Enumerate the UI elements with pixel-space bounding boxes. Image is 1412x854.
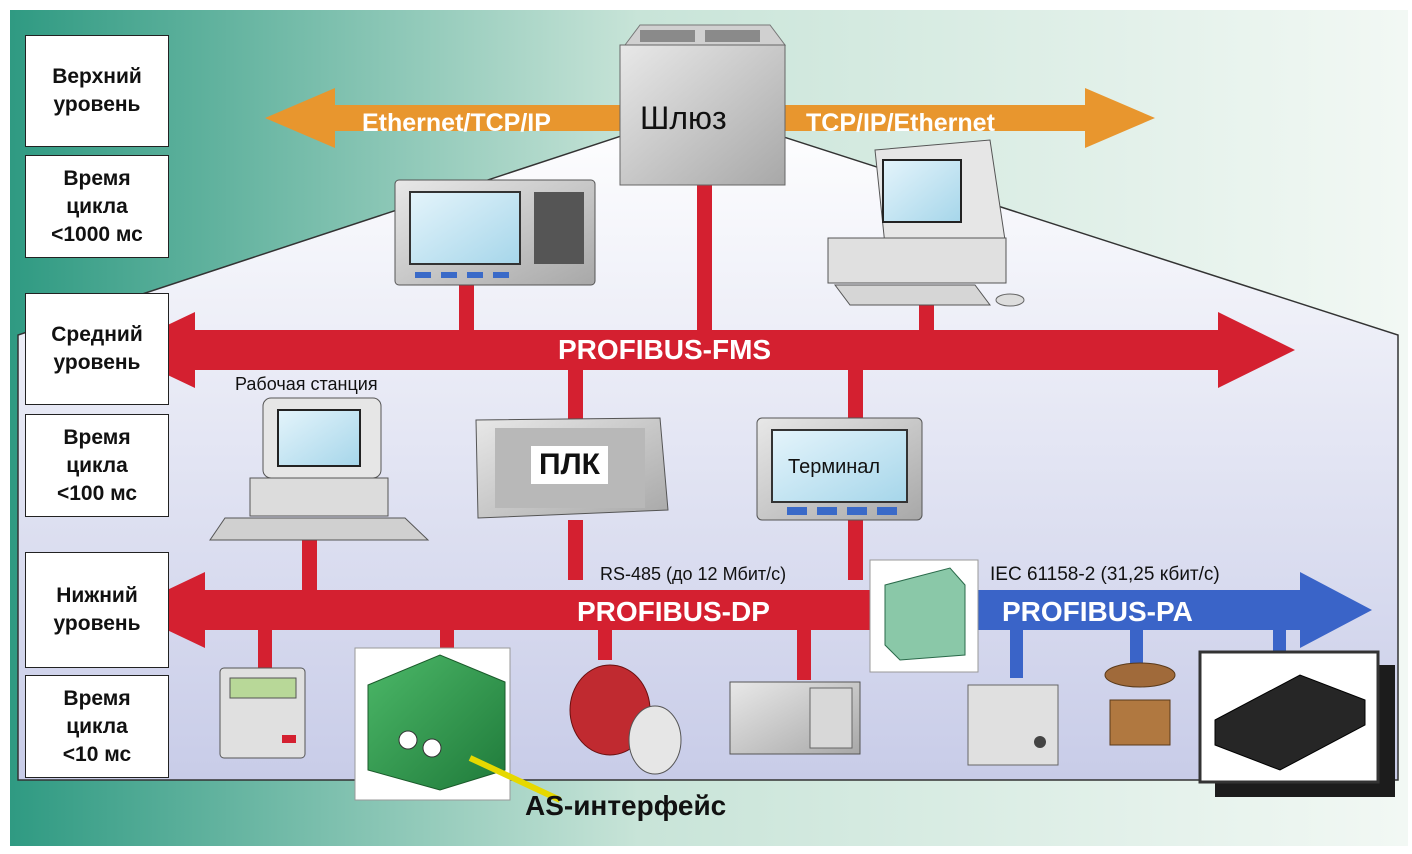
bus-connectors	[258, 180, 934, 680]
pa-connectors	[1010, 628, 1286, 678]
level-middle: Средний уровень	[25, 293, 169, 405]
desktop-pc	[827, 139, 1025, 307]
operator-panel	[394, 179, 596, 286]
as-interface-module	[354, 647, 511, 801]
terminal-label: Терминал	[788, 456, 881, 478]
fms-arrow	[115, 312, 1295, 388]
pump-device	[967, 684, 1059, 766]
cycle-middle: Время цикла <100 мс	[25, 414, 169, 517]
workstation-label: Рабочая станция	[235, 374, 378, 394]
pa-arrow	[890, 572, 1372, 648]
level-lower: Нижний уровень	[25, 552, 169, 668]
sensor-device	[569, 664, 682, 775]
terminal-device	[756, 417, 923, 521]
as-interface-label: AS-интерфейс	[525, 790, 727, 821]
dp-label: PROFIBUS-DP	[577, 596, 770, 627]
valve-device	[1104, 662, 1176, 746]
gateway-label: Шлюз	[640, 100, 727, 136]
pa-junction-box	[1198, 650, 1395, 797]
workstation-pc	[209, 397, 430, 541]
ethernet-left-label: Ethernet/TCP/IP	[362, 109, 551, 137]
rs485-note: RS-485 (до 12 Мбит/с)	[600, 564, 787, 584]
iec-note: IEC 61158-2 (31,25 кбит/с)	[990, 564, 1220, 585]
cycle-upper: Время цикла <1000 мс	[25, 155, 169, 258]
fms-label: PROFIBUS-FMS	[558, 334, 772, 365]
plc-label: ПЛК	[531, 446, 608, 484]
level-upper: Верхний уровень	[25, 35, 169, 147]
pa-label: PROFIBUS-PA	[1002, 596, 1193, 627]
keypad-device	[219, 667, 306, 759]
cycle-lower: Время цикла <10 мс	[25, 675, 169, 778]
gateway-device	[619, 24, 786, 186]
dp-pa-coupler	[869, 559, 979, 673]
as-cable	[468, 755, 562, 803]
ethernet-right-label: TCP/IP/Ethernet	[806, 109, 995, 137]
dp-arrow	[125, 572, 890, 648]
io-module	[729, 681, 861, 755]
